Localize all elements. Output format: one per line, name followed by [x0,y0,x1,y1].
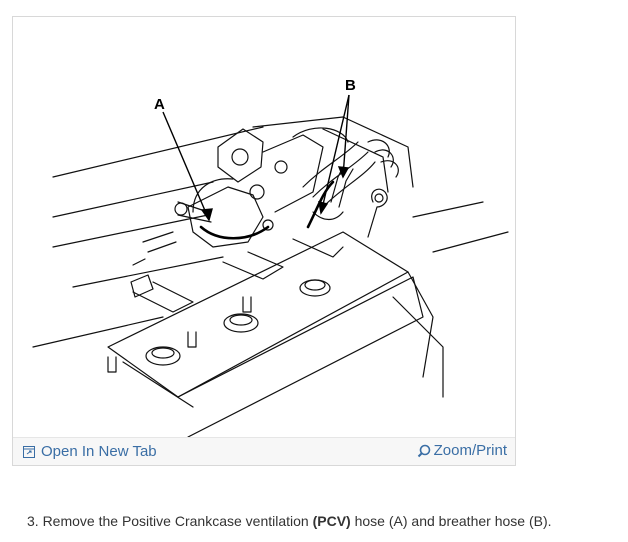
step-caption: 3. Remove the Positive Crankcase ventila… [27,513,552,529]
callout-b: B [345,77,356,94]
zoom-print-label: Zoom/Print [433,442,507,459]
figure-toolbar: Open In New Tab Zoom/Print [13,437,515,465]
caption-suffix: hose (A) and breather hose (B). [350,513,552,529]
open-in-new-tab-link[interactable]: Open In New Tab [23,443,157,460]
caption-prefix: 3. Remove the Positive Crankcase ventila… [27,513,313,529]
open-in-new-tab-label: Open In New Tab [41,443,157,460]
callout-a: A [154,96,165,113]
magnifier-icon [417,444,430,457]
engine-illustration: A B [32,77,509,437]
zoom-print-link[interactable]: Zoom/Print [417,442,507,459]
open-new-tab-icon [23,445,35,458]
figure-frame: A B Open In New Tab Zoom/Print [12,16,516,466]
caption-bold: (PCV) [312,513,351,529]
